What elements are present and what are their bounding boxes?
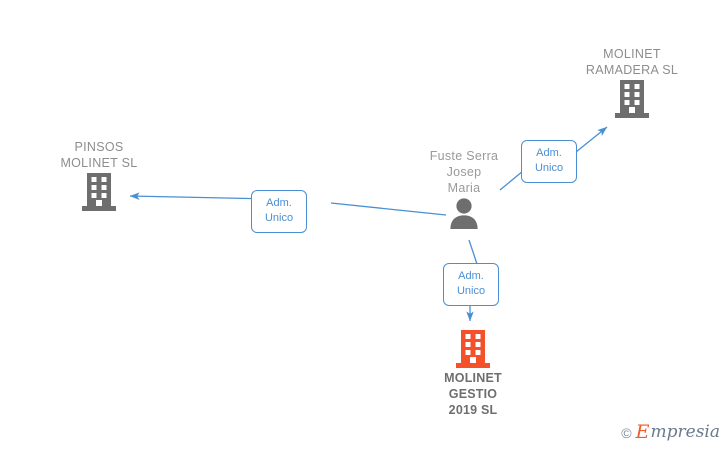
edge-label-line1: Adm. (536, 147, 562, 159)
building-icon (552, 78, 712, 120)
node-label-fuste-serra-josep-maria: Fuste Serra Josep Maria (429, 149, 499, 195)
edge-label-line1: Adm. (458, 270, 484, 282)
node-molinet-ramadera[interactable]: MOLINET RAMADERA SL (552, 46, 712, 120)
edge-label-person-to-ramadera[interactable]: Adm. Unico (521, 140, 577, 183)
copyright-icon: © (621, 424, 632, 441)
node-label-molinet-ramadera: MOLINET RAMADERA SL (585, 47, 679, 77)
node-label-molinet-gestio-2019: MOLINET GESTIO 2019 SL (444, 371, 502, 417)
edge-label-line2: Unico (264, 212, 294, 224)
node-pinsos-molinet[interactable]: PINSOS MOLINET SL (19, 139, 179, 213)
node-label-pinsos-molinet: PINSOS MOLINET SL (60, 140, 138, 170)
person-icon (384, 196, 544, 230)
edge-label-person-to-gestio[interactable]: Adm. Unico (443, 263, 499, 306)
node-molinet-gestio-2019[interactable]: MOLINET GESTIO 2019 SL (393, 328, 553, 418)
edge-label-person-to-pinsos[interactable]: Adm. Unico (251, 190, 307, 233)
building-icon (393, 328, 553, 370)
brand-initial: E (635, 421, 650, 443)
brand-name: mpresia (650, 422, 721, 442)
edge-label-line2: Unico (534, 162, 564, 174)
empresia-watermark: © E mpresia (621, 423, 720, 442)
building-icon (19, 171, 179, 213)
edge-label-line2: Unico (456, 285, 486, 297)
edge-label-line1: Adm. (266, 197, 292, 209)
node-fuste-serra-josep-maria[interactable]: Fuste Serra Josep Maria (384, 148, 544, 230)
